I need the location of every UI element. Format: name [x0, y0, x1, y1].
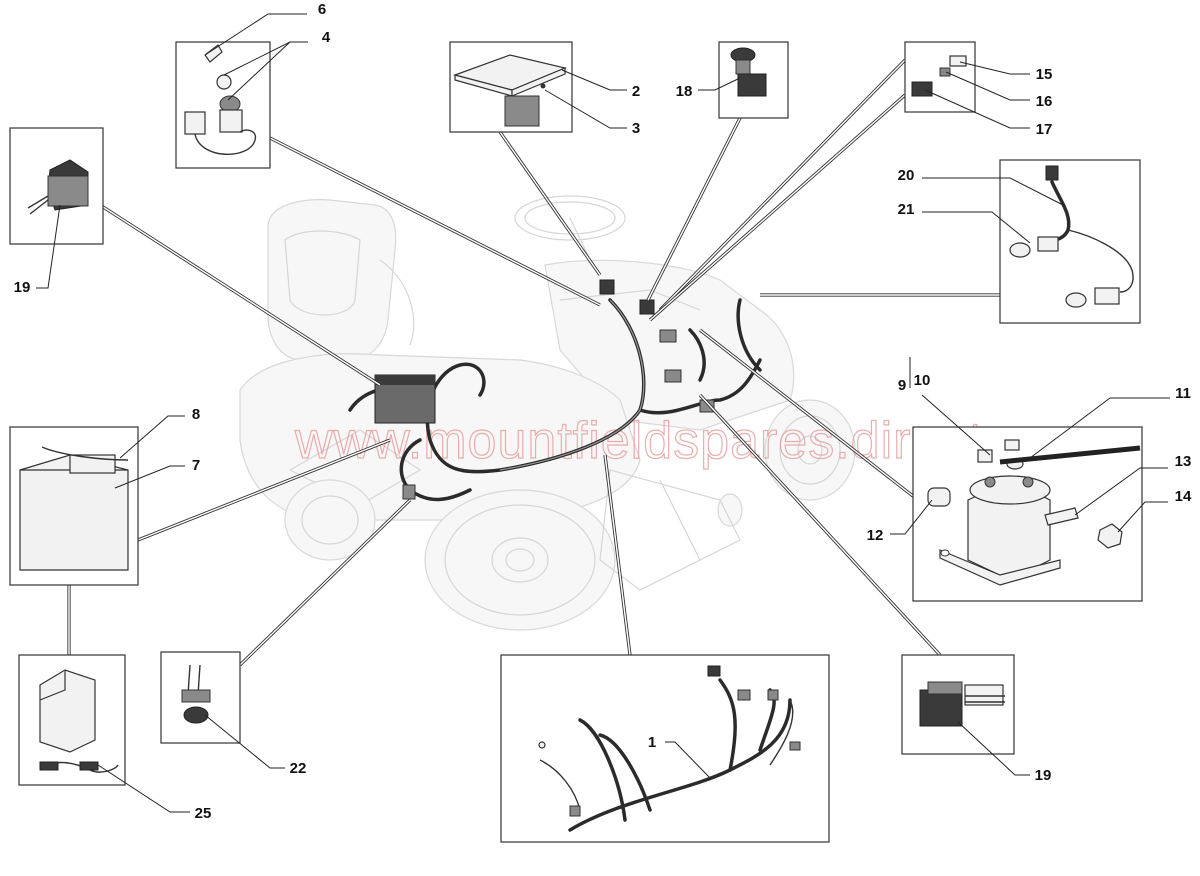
callout-12: 12 [867, 527, 884, 544]
thermo-switch-box [160, 651, 241, 744]
push-switch-box [718, 41, 789, 119]
callout-2: 2 [632, 83, 640, 100]
charger-icon [39, 669, 119, 773]
callout-10: 10 [914, 372, 931, 389]
lamp-box [999, 159, 1141, 324]
charger-box [18, 654, 126, 786]
ignition-switch-box [175, 41, 271, 169]
relay-switch-box-right [901, 654, 1015, 755]
battery-box [9, 426, 139, 586]
callout-25: 25 [195, 805, 212, 822]
circuit-board-icon [452, 54, 567, 127]
callout-1: 1 [648, 734, 656, 751]
battery-icon [19, 446, 129, 571]
tractor-outline-icon [239, 195, 856, 631]
callout-20: 20 [898, 167, 915, 184]
relay-switch-icon [27, 159, 89, 215]
callout-7: 7 [192, 457, 200, 474]
wiring-harness-box [500, 654, 830, 843]
callout-22: 22 [290, 760, 307, 777]
connector-box [904, 41, 976, 113]
relay-switch-icon [919, 681, 1005, 727]
solenoid-box [912, 426, 1143, 602]
callout-21: 21 [898, 201, 915, 218]
callout-15: 15 [1036, 66, 1053, 83]
harness-on-tractor [348, 279, 762, 502]
callout-19-right: 19 [1035, 767, 1052, 784]
callout-leader-lines [36, 13, 1170, 813]
callout-9: 9 [898, 377, 906, 394]
callout-3: 3 [632, 120, 640, 137]
relay-switch-box-left [9, 127, 104, 245]
circuit-board-box [449, 41, 573, 133]
solenoid-icon [927, 439, 1141, 586]
wiring-harness-icon [538, 665, 801, 832]
connector-icon [911, 55, 967, 97]
callout-11: 11 [1175, 385, 1191, 402]
callout-18: 18 [676, 83, 693, 100]
callout-8: 8 [192, 406, 200, 423]
callout-17: 17 [1036, 121, 1053, 138]
callout-19-left: 19 [14, 279, 31, 296]
ignition-key-icon [184, 44, 257, 155]
callout-4: 4 [322, 29, 331, 46]
callout-16: 16 [1036, 93, 1053, 110]
thermo-switch-icon [181, 664, 211, 724]
bulb-icon [1009, 165, 1134, 308]
push-switch-icon [730, 47, 767, 97]
callout-6: 6 [318, 1, 326, 18]
double-leader-lines [67, 58, 1000, 667]
callout-13: 13 [1175, 453, 1192, 470]
callout-14: 14 [1175, 488, 1192, 505]
callout-numbers: 6 4 2 3 18 15 16 17 20 21 19 8 7 9 10 11… [14, 1, 1192, 822]
